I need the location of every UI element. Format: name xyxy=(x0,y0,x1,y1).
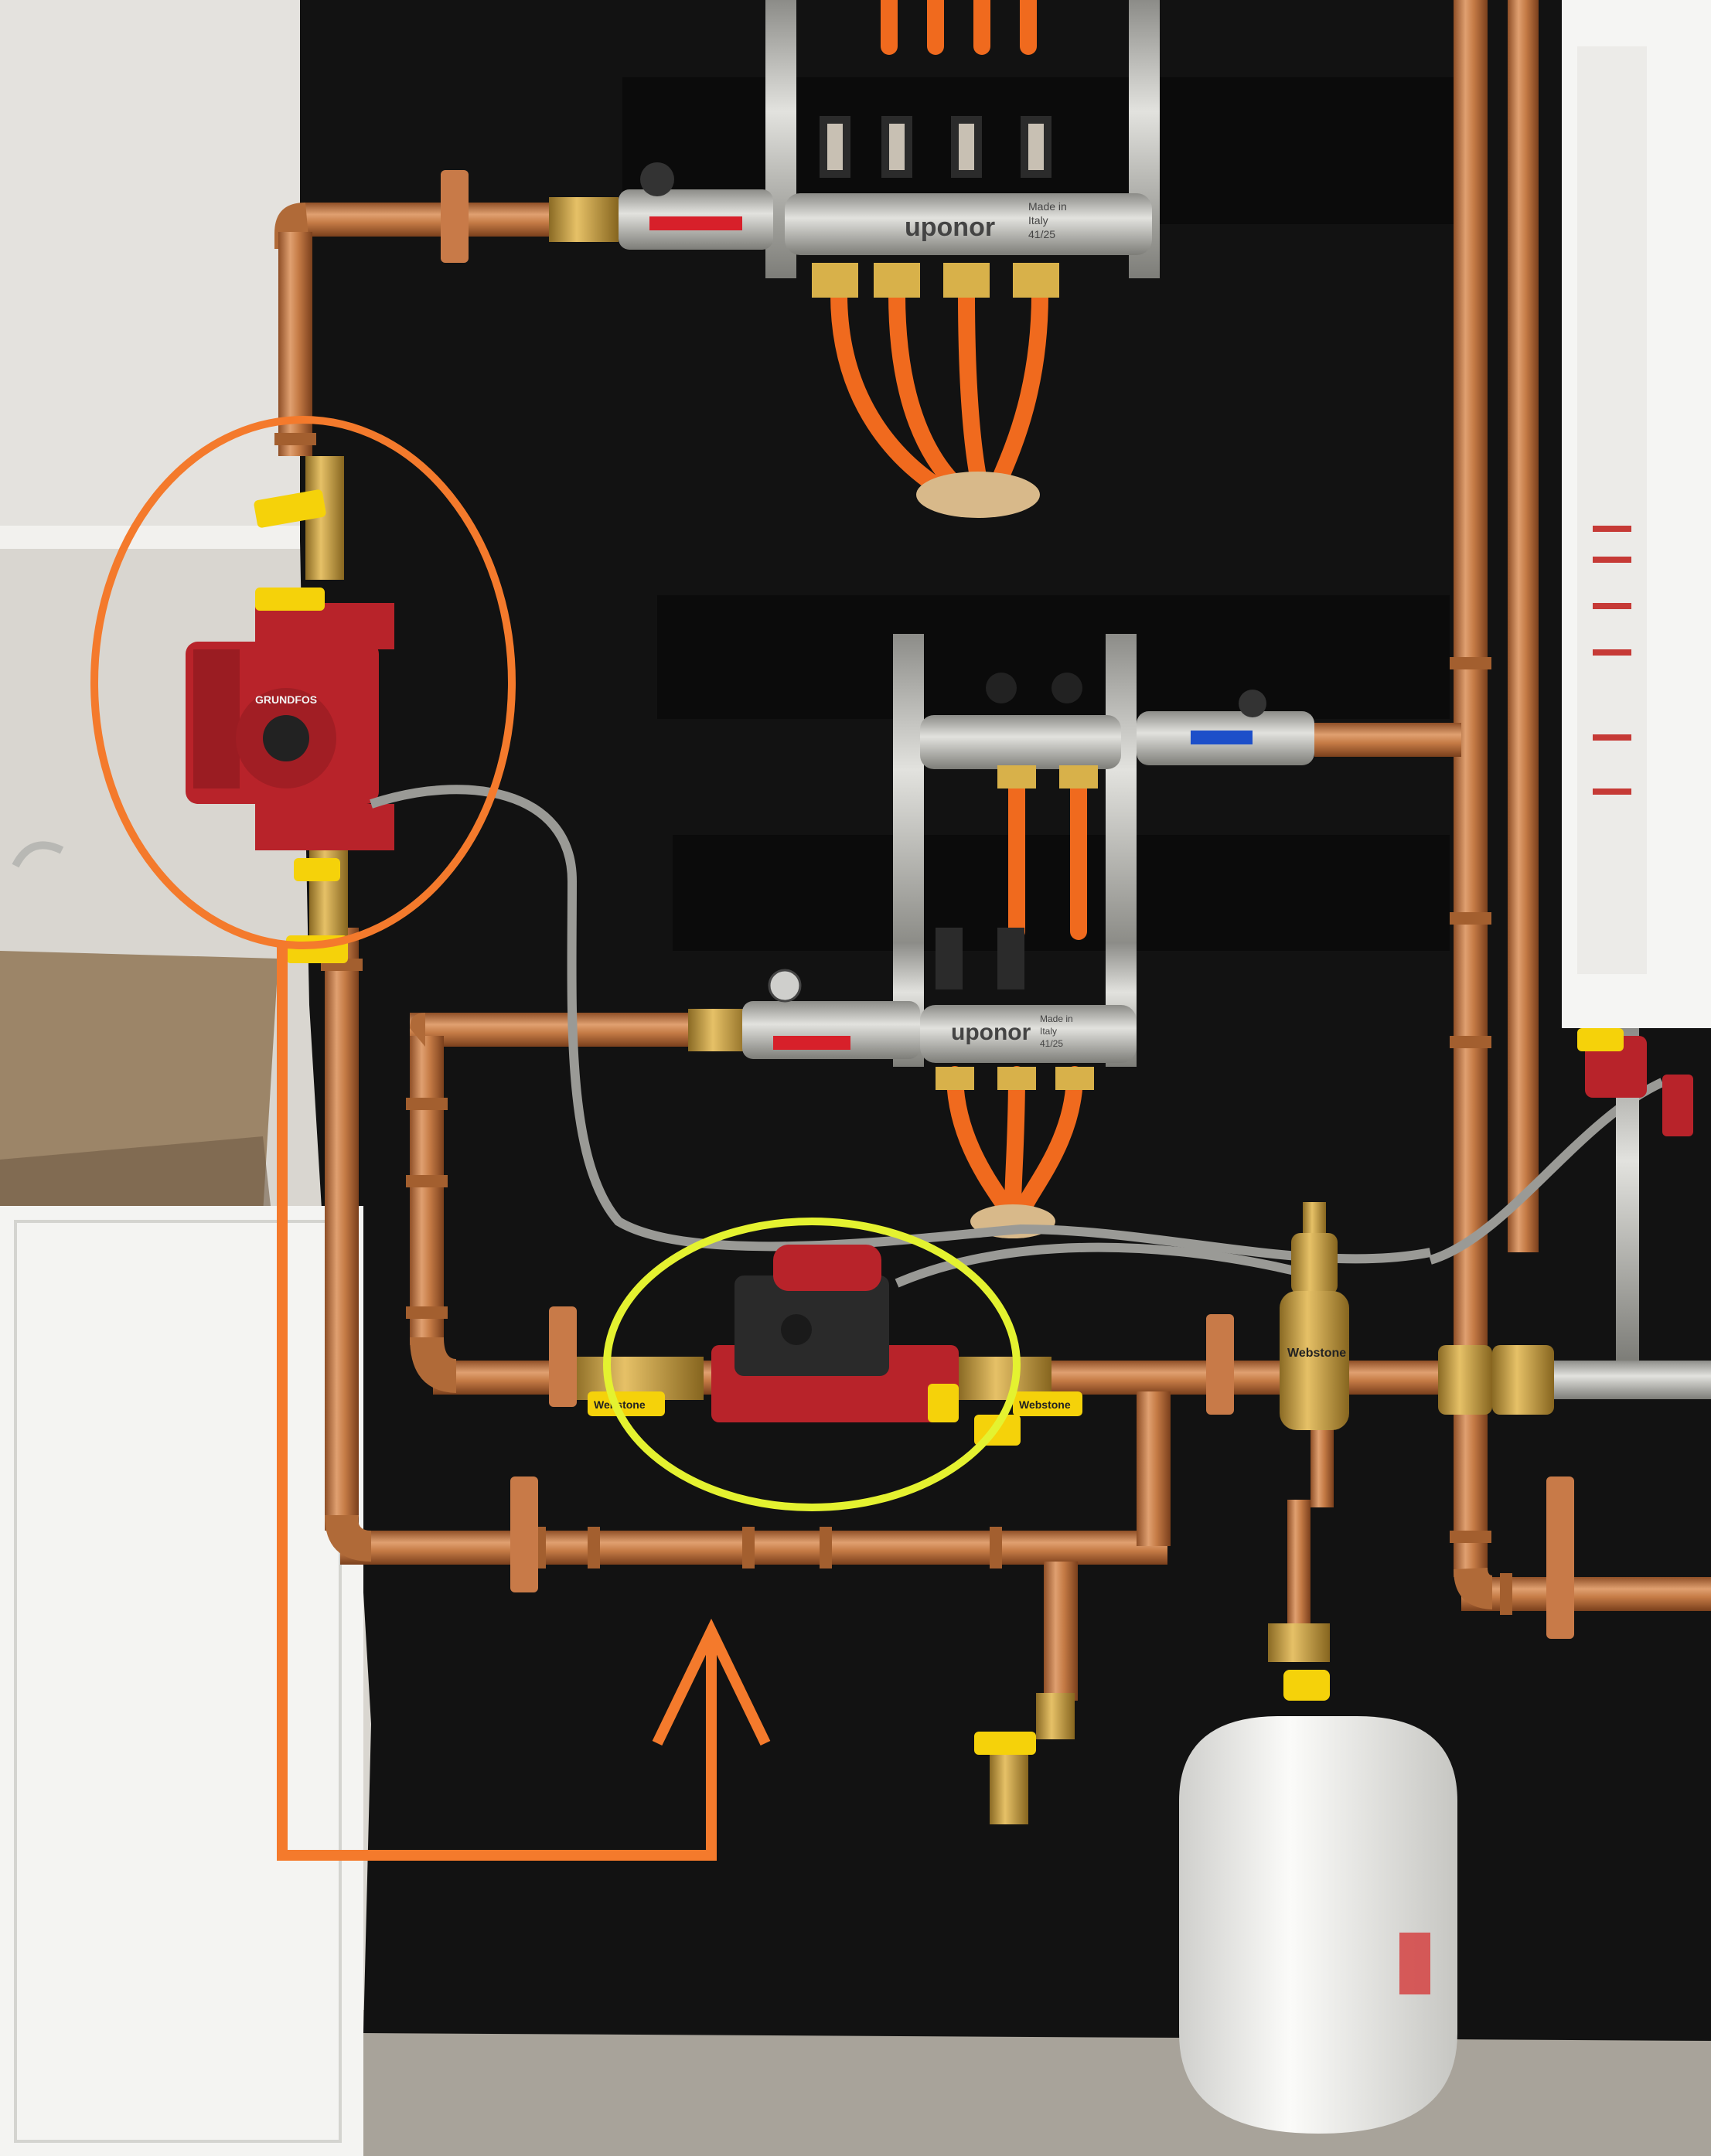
yellow-circle-annotation xyxy=(603,1218,1021,1511)
orange-arrow-head xyxy=(652,1618,771,1746)
manifold-middle xyxy=(893,634,1137,974)
pex-lower xyxy=(946,772,1087,1214)
primary-circulator-pump xyxy=(186,456,394,963)
wall-trim xyxy=(0,526,309,549)
top-ball-valve xyxy=(549,162,773,250)
pipe-left-vertical-lower xyxy=(325,928,359,1531)
manifold-top-country: Italy xyxy=(1028,214,1048,226)
orange-circle-annotation xyxy=(90,416,516,949)
drain-valve xyxy=(974,1693,1075,1824)
pipe-right-manifold-connection xyxy=(1314,723,1461,757)
manifold-lower-brand: uponor xyxy=(951,1020,1031,1045)
valve-brand-2: Webstone xyxy=(1019,1398,1071,1411)
pump-brand: GRUNDFOS xyxy=(255,693,317,706)
lower-ball-valve xyxy=(688,969,920,1059)
manifold-top-made: Made in xyxy=(1028,200,1067,213)
pipe-bottom-right xyxy=(1461,1577,1711,1611)
pipe-tank-drop-2 xyxy=(1287,1500,1311,1631)
separator-brand: Webstone xyxy=(1287,1347,1346,1360)
pipe-secondary-left xyxy=(410,1036,444,1345)
wall-penetration-top xyxy=(916,472,1040,518)
cabinet-door xyxy=(14,1220,342,2143)
manifold-lower-made: Made in xyxy=(1040,1013,1073,1024)
orange-flow-line xyxy=(277,947,717,1861)
blue-ball-valve xyxy=(1137,690,1314,765)
secondary-circulator-pump xyxy=(572,1245,1082,1446)
pipe-secondary-top xyxy=(410,1013,696,1047)
manifold-top-brand: uponor xyxy=(905,213,995,242)
valve-brand-1: Webstone xyxy=(594,1398,646,1411)
mount-strip-middle xyxy=(657,595,1450,719)
manifold-lower-code: 41/25 xyxy=(1040,1038,1063,1049)
faucet xyxy=(12,841,64,868)
manifold-top xyxy=(765,0,1160,298)
pipe-far-right-vertical xyxy=(1508,0,1539,1252)
manifold-lower-country: Italy xyxy=(1040,1026,1057,1037)
air-separator xyxy=(1280,1202,1492,1430)
boiler-label-panel xyxy=(1577,46,1647,974)
left-wall xyxy=(0,0,309,541)
pipe-drop-to-bottom xyxy=(1137,1391,1171,1546)
cabinet xyxy=(0,1206,363,2156)
manifold-top-code: 41/25 xyxy=(1028,228,1055,240)
expansion-tank xyxy=(1179,1623,1457,2134)
boiler-label-stripes xyxy=(1593,526,1631,795)
mount-strip-lower xyxy=(673,835,1450,951)
pipe-hangers xyxy=(441,170,1574,1639)
pipe-drain-tee xyxy=(1044,1562,1078,1701)
countertop-edge xyxy=(0,1136,271,1214)
pipe-right-vertical xyxy=(1454,0,1488,1577)
boiler-connections xyxy=(1492,1028,1711,1415)
